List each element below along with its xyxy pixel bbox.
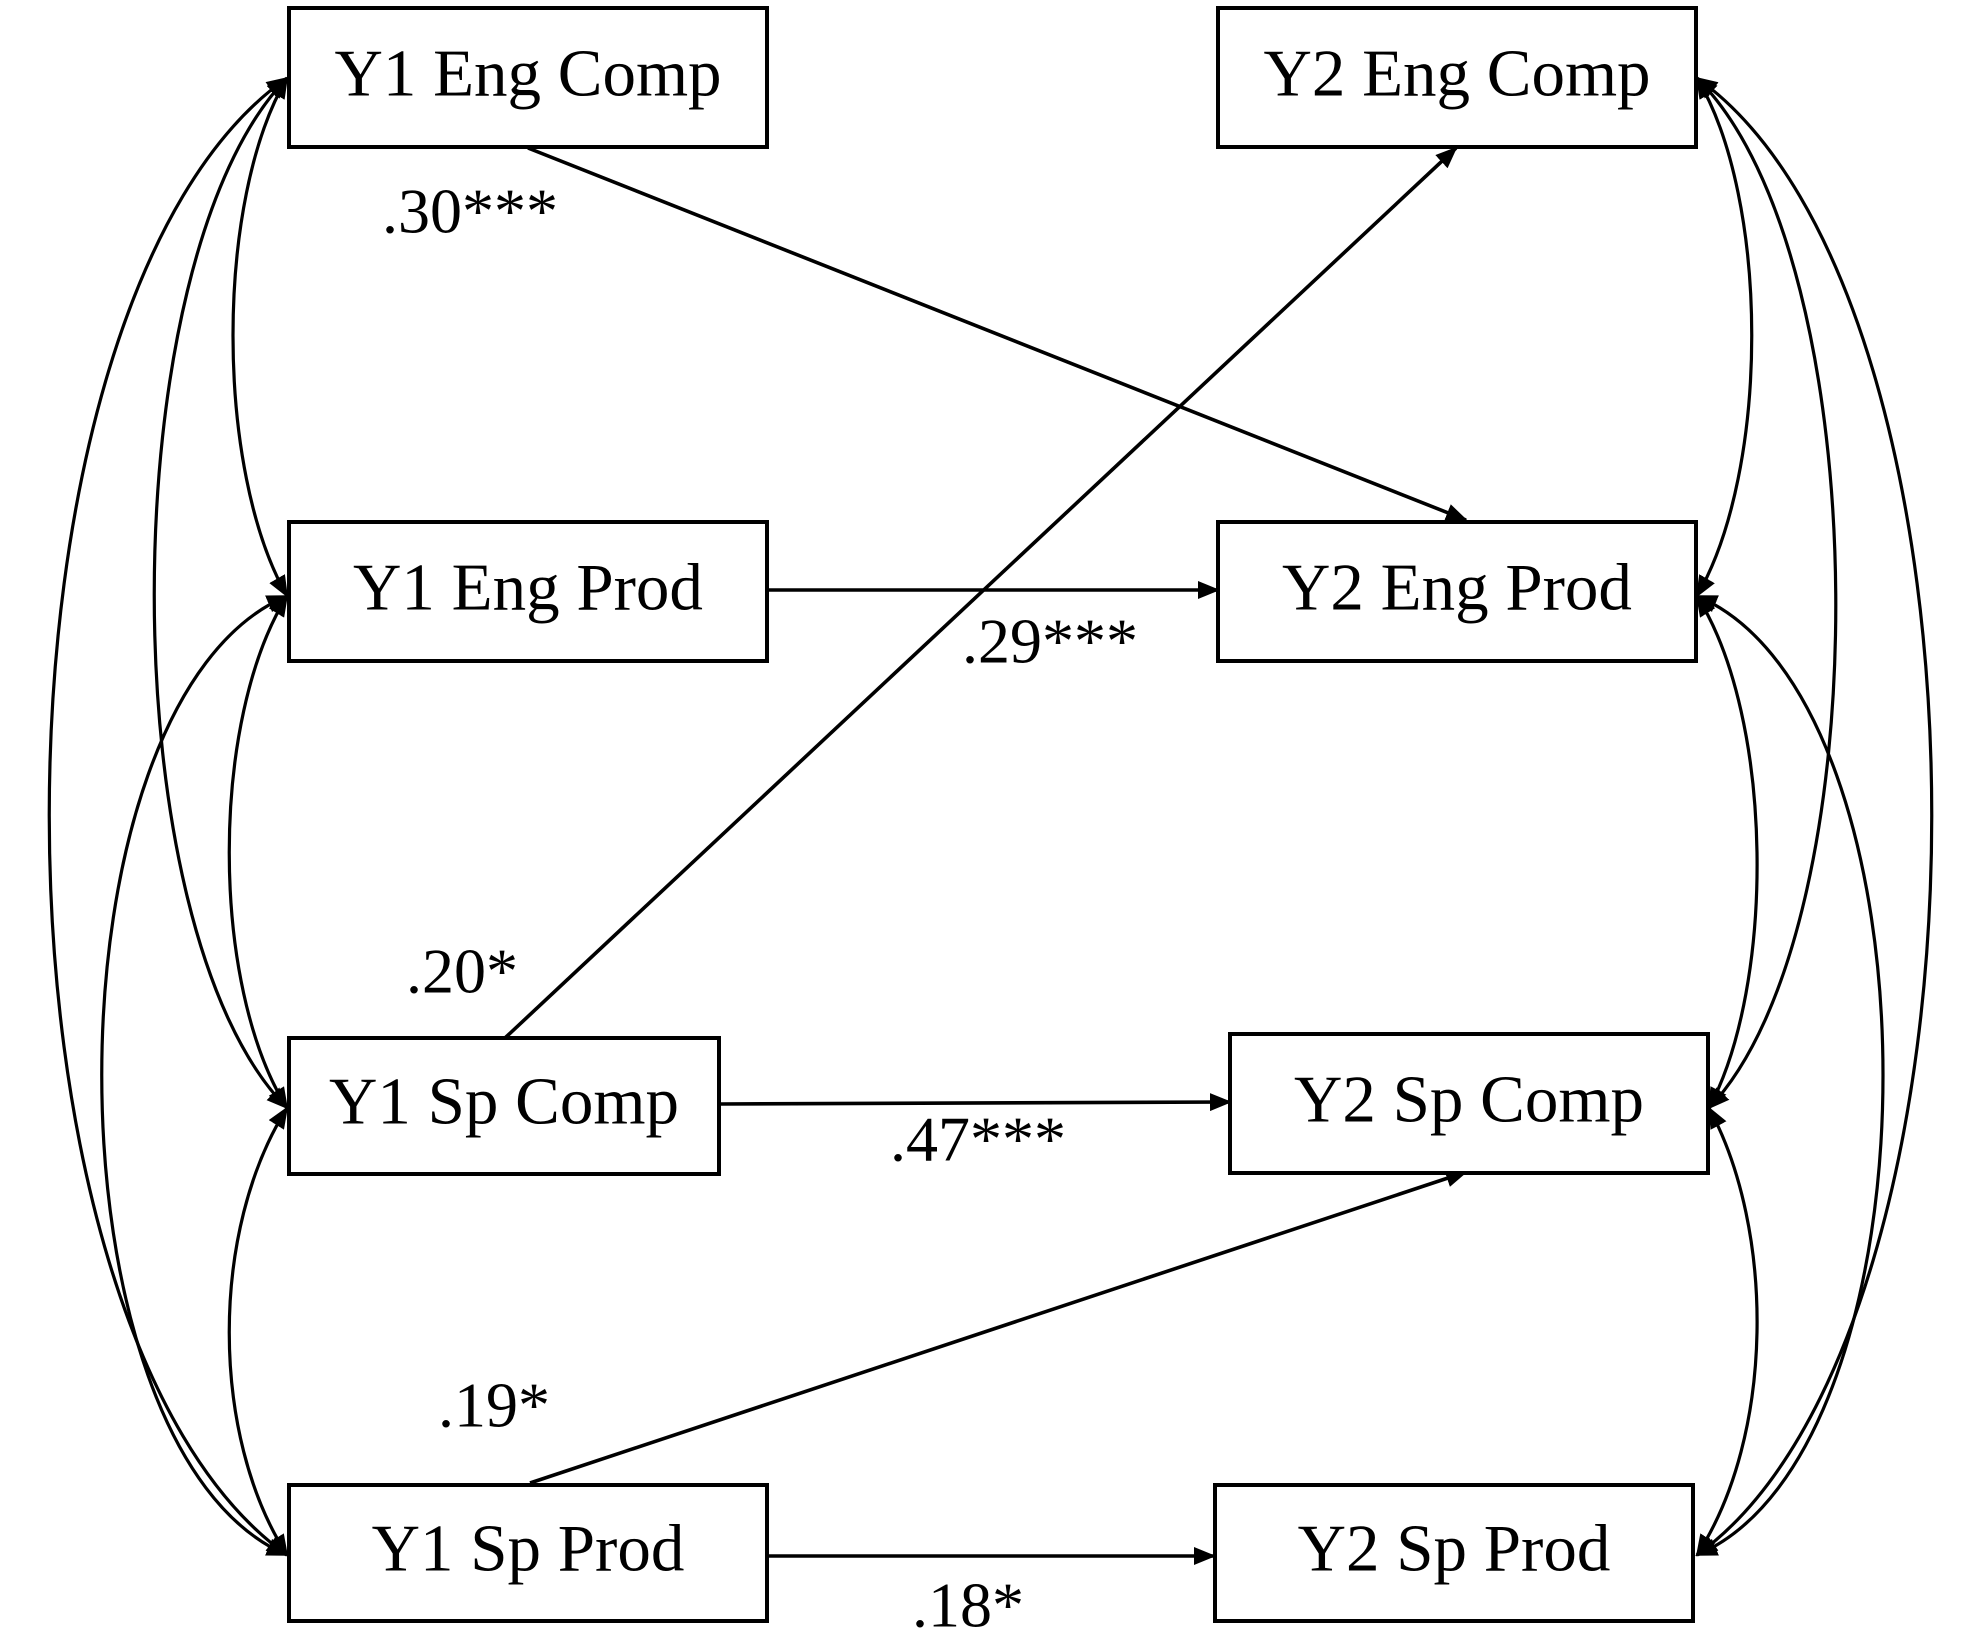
path-y1-eng-comp-to-y2-eng-prod [527,146,1468,522]
coef-label: .30*** [382,176,558,247]
node-label: Y2 Sp Prod [1298,1511,1611,1585]
cov-y1-eng-comp-y1-sp-comp [152,76,289,1110]
node-label: Y2 Eng Prod [1282,550,1632,624]
coef-label: .18* [912,1570,1024,1641]
cov-y2-eng-comp-y2-eng-prod [1695,76,1754,598]
node-label: Y2 Eng Comp [1263,36,1650,110]
covariance-arcs-year1 [47,76,289,1557]
node-label: Y1 Eng Prod [353,550,703,624]
coef-label: .19* [438,1370,550,1441]
path-coefficients: .30*** .29*** .20* .47*** .19* .18* [382,176,1138,1641]
node-y1-eng-prod: Y1 Eng Prod [287,520,769,663]
coef-label: .47*** [890,1104,1066,1175]
node-label: Y1 Sp Prod [372,1511,685,1585]
path-y1-sp-prod-to-y2-sp-comp [529,1169,1468,1485]
coef-label: .20* [406,936,518,1007]
node-y2-sp-prod: Y2 Sp Prod [1213,1483,1695,1623]
node-y1-sp-comp: Y1 Sp Comp [287,1036,721,1176]
node-y1-eng-comp: Y1 Eng Comp [287,6,769,149]
covariance-arcs-year2 [1695,76,1934,1557]
node-label: Y1 Eng Comp [334,36,721,110]
node-y1-sp-prod: Y1 Sp Prod [287,1483,769,1623]
node-y2-sp-comp: Y2 Sp Comp [1228,1032,1710,1175]
cov-y2-eng-comp-y2-sp-prod [1695,76,1934,1557]
cov-y1-sp-comp-y1-sp-prod [227,1106,289,1557]
cov-y1-eng-comp-y1-sp-prod [47,76,289,1557]
path-y1-sp-comp-to-y2-eng-comp [503,146,1458,1040]
cov-y1-eng-comp-y1-eng-prod [231,76,289,598]
node-y2-eng-prod: Y2 Eng Prod [1216,520,1698,663]
cov-y1-eng-prod-y1-sp-comp [227,594,289,1110]
path-y1-sp-comp-to-y2-sp-comp [719,1093,1232,1112]
coef-label: .29*** [962,606,1138,677]
node-label: Y2 Sp Comp [1294,1062,1644,1136]
cov-y2-sp-comp-y2-sp-prod [1695,1106,1759,1557]
cov-y2-eng-prod-y2-sp-comp [1695,594,1759,1110]
cov-y1-eng-prod-y1-sp-prod [100,594,289,1557]
node-label: Y1 Sp Comp [329,1064,679,1138]
cov-y2-eng-comp-y2-sp-comp [1695,76,1838,1110]
regression-paths [503,146,1468,1565]
node-y2-eng-comp: Y2 Eng Comp [1216,6,1698,149]
cov-y2-eng-prod-y2-sp-prod [1695,594,1885,1557]
